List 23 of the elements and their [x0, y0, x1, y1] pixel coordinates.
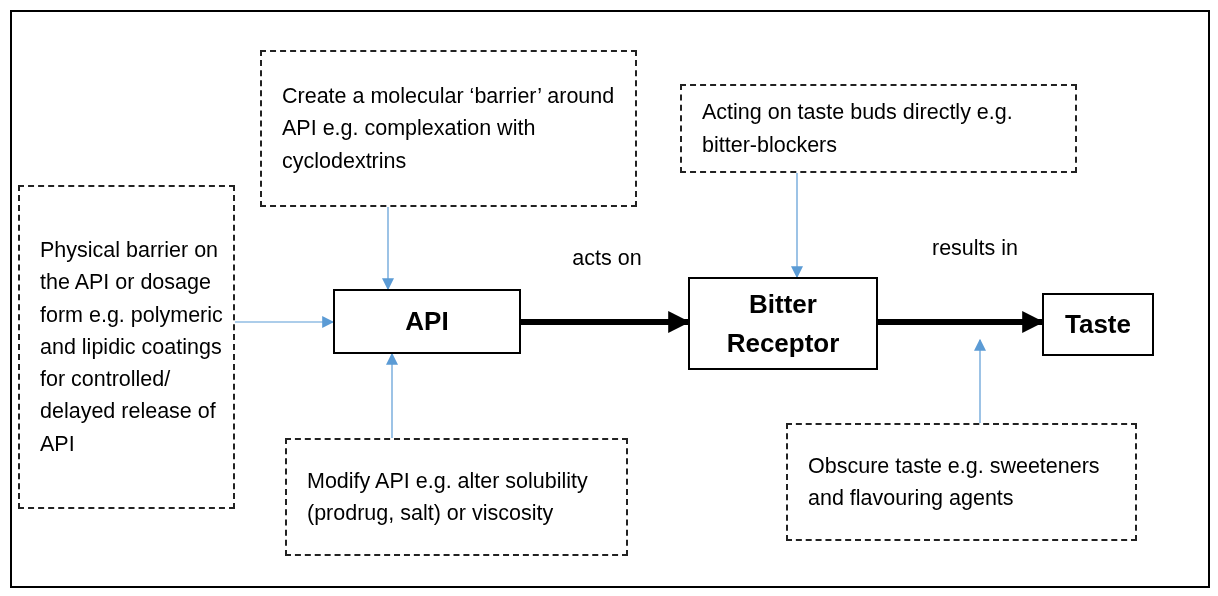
edge-label: results in [930, 235, 1019, 262]
box-text: Acting on taste buds directly e.g. bitter-blockers [702, 99, 1014, 159]
arrow [791, 172, 803, 279]
annotation-box [18, 185, 235, 509]
annotation-box [285, 438, 628, 556]
process-box [333, 289, 521, 354]
arrow [234, 316, 335, 328]
box-text: Physical barrier on the API or dosage form e.g. polymeric and lipidic coatings for controlled/ delayed release of API [40, 237, 223, 458]
box-text: API [405, 305, 449, 338]
box-text: Create a molecular ‘barrier’ around API e.g. complexation with cyclodextrins [282, 83, 616, 175]
process-box [688, 277, 878, 370]
process-box [1042, 293, 1154, 356]
box-text: Modify API e.g. alter solubility (prodrug, salt) or viscosity [307, 467, 589, 527]
box-text: Bitter Receptor [725, 287, 841, 360]
edge-label: acts on [572, 245, 642, 272]
box-text: Obscure taste e.g. sweeteners and flavouring agents [808, 452, 1101, 512]
arrow [386, 352, 398, 439]
arrow [382, 206, 394, 291]
annotation-box [260, 50, 637, 207]
box-text: Taste [1065, 308, 1131, 341]
annotation-box [786, 423, 1137, 541]
arrow [974, 338, 986, 424]
annotation-box [680, 84, 1077, 173]
